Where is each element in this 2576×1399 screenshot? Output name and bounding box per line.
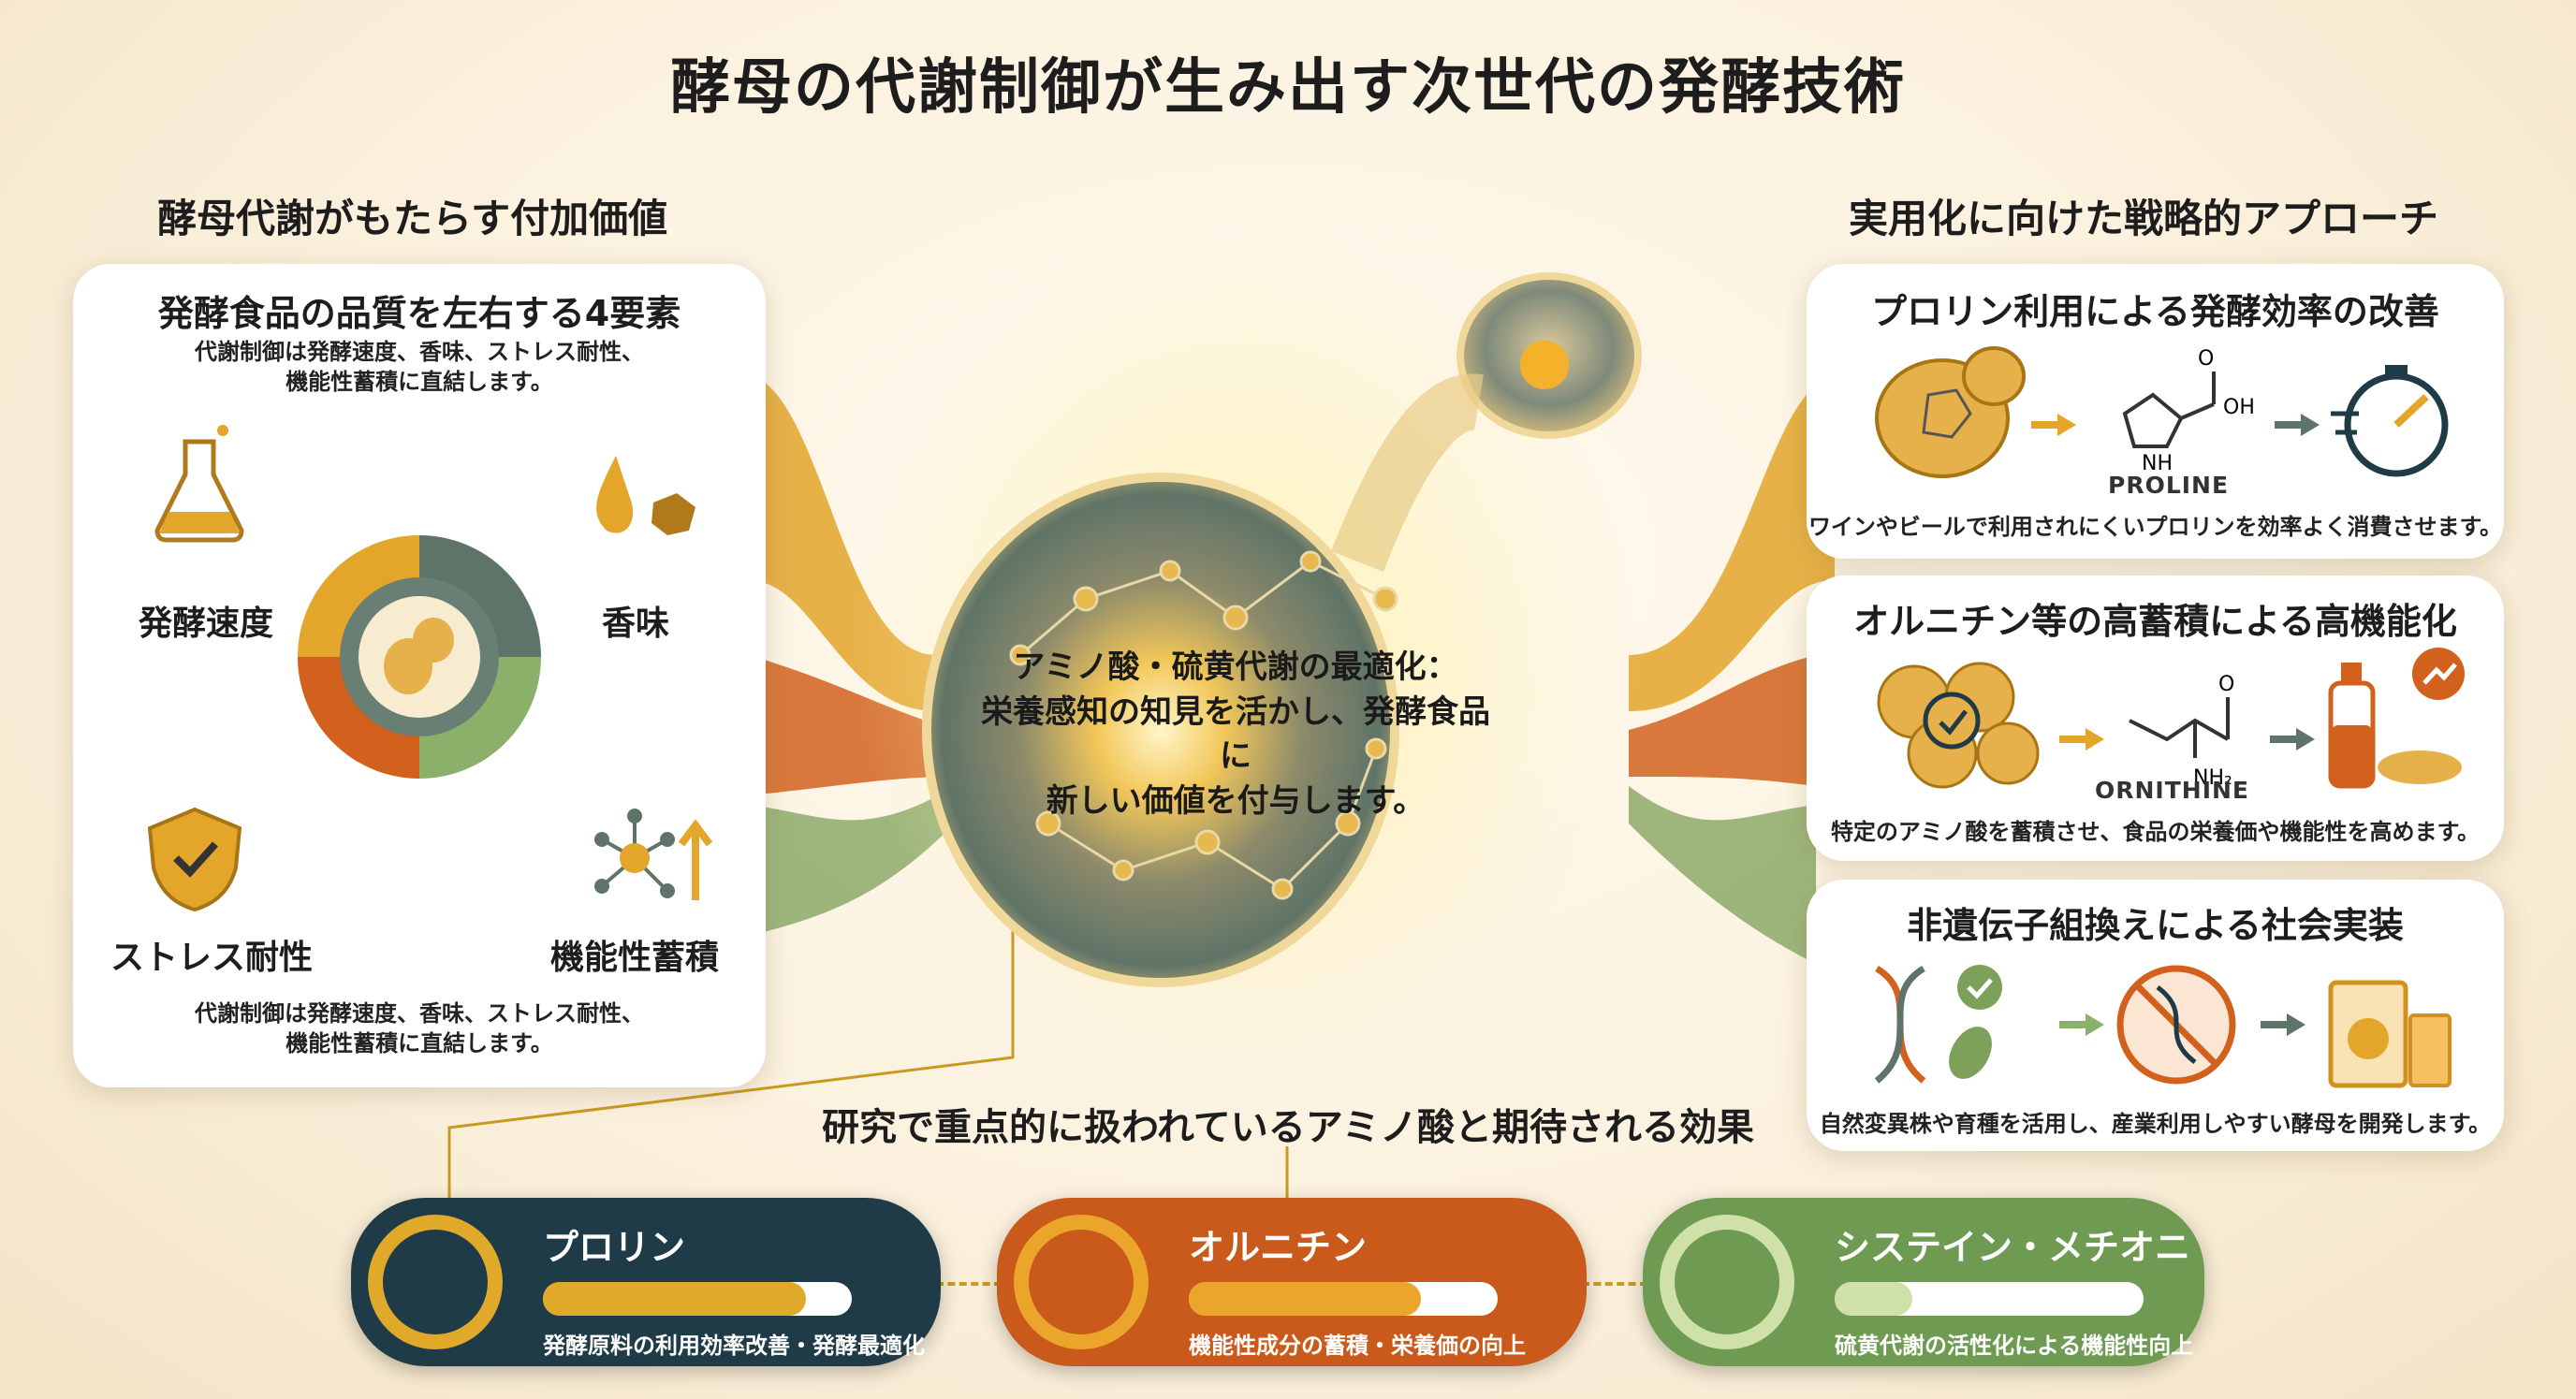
- nongmo-diagram: [1874, 965, 2452, 1088]
- amino-desc: 硫黄代謝の活性化による機能性向上: [1835, 1333, 2194, 1359]
- card-subtitle-top: 代謝制御は発酵速度、香味、ストレス耐性、 機能性蓄積に直結します。: [195, 339, 644, 396]
- effect-bar: [543, 1282, 852, 1316]
- proline-diagram: O OH NH: [1875, 346, 2449, 478]
- card-title: 発酵食品の品質を左右する4要素: [157, 293, 681, 334]
- svg-text:NH: NH: [2142, 452, 2173, 475]
- molecule-icon: [594, 809, 713, 900]
- amino-name: プロリン: [543, 1227, 686, 1268]
- effect-bar-fill: [543, 1282, 806, 1316]
- bottom-heading: 研究で重点的に扱われているアミノ酸と期待される効果: [822, 1106, 1754, 1149]
- strategy-card-nongmo: 非遺伝子組換えによる社会実装 自然変異株や育種を活用し、産業利用しやすい酵母を開…: [1807, 880, 2504, 1151]
- gauge-icon: [1660, 1215, 1794, 1349]
- shield-icon: [147, 807, 242, 912]
- aroma-icon: [596, 456, 695, 535]
- card-title: オルニチン等の高蓄積による高機能化: [1853, 601, 2457, 642]
- proline-label: PROLINE: [2108, 472, 2230, 499]
- card-subtitle-bottom: 代謝制御は発酵速度、香味、ストレス耐性、 機能性蓄積に直結します。: [195, 1000, 644, 1057]
- card-title: 非遺伝子組換えによる社会実装: [1907, 905, 2404, 946]
- strategy-card-proline: プロリン利用による発酵効率の改善 O OH NH PROLINE ワインやビール…: [1807, 264, 2504, 559]
- card-description: ワインやビールで利用されにくいプロリンを効率よく消費させます。: [1808, 514, 2503, 540]
- card-description: 特定のアミノ酸を蓄積させ、食品の栄養価や機能性を高めます。: [1830, 819, 2481, 845]
- amino-pill-proline: プロリン 発酵原料の利用効率改善・発酵最適化: [351, 1198, 941, 1366]
- svg-text:O: O: [2218, 673, 2234, 696]
- center-description: アミノ酸・硫黄代謝の最適化： 栄養感知の知見を活かし、発酵食品に 新しい価値を付…: [981, 648, 1490, 820]
- quality-factors-card: 発酵食品の品質を左右する4要素 代謝制御は発酵速度、香味、ストレス耐性、 機能性…: [73, 264, 766, 1087]
- amino-pill-cysteine-methionine: システイン・メチオニン 硫黄代謝の活性化による機能性向上: [1643, 1198, 2204, 1366]
- card-description: 自然変異株や育種を活用し、産業利用しやすい酵母を開発します。: [1819, 1111, 2492, 1137]
- factor-label-stress: ストレス耐性: [110, 939, 314, 977]
- page-title: 酵母の代謝制御が生み出す次世代の発酵技術: [670, 53, 1906, 123]
- effect-bar-fill: [1835, 1282, 1912, 1316]
- gear-icon: [298, 535, 541, 779]
- amino-name: オルニチン: [1189, 1227, 1368, 1268]
- left-heading: 酵母代謝がもたらす付加価値: [157, 196, 668, 241]
- factor-label-speed: 発酵速度: [139, 605, 274, 643]
- amino-name: システイン・メチオニン: [1835, 1227, 2191, 1319]
- amino-pill-ornithine: オルニチン 機能性成分の蓄積・栄養価の向上: [997, 1198, 1587, 1366]
- factor-label-aroma: 香味: [602, 605, 670, 643]
- ornithine-label: ORNITHINE: [2095, 777, 2250, 804]
- ornithine-diagram: O NH₂: [1877, 648, 2465, 790]
- effect-bar: [1835, 1282, 2144, 1316]
- strategy-card-ornithine: オルニチン等の高蓄積による高機能化 O NH₂ ORNITHINE 特定のアミノ…: [1807, 576, 2504, 861]
- svg-text:NH₂: NH₂: [2193, 766, 2232, 790]
- flask-icon: [154, 425, 244, 543]
- amino-desc: 機能性成分の蓄積・栄養価の向上: [1189, 1333, 1526, 1359]
- gauge-icon: [1014, 1215, 1149, 1349]
- svg-text:OH: OH: [2223, 396, 2255, 419]
- right-heading: 実用化に向けた戦略的アプローチ: [1849, 196, 2439, 241]
- gauge-icon: [368, 1215, 503, 1349]
- pill-connector: [1582, 1282, 1647, 1286]
- svg-text:O: O: [2198, 347, 2214, 371]
- amino-desc: 発酵原料の利用効率改善・発酵最適化: [543, 1333, 925, 1359]
- effect-bar-fill: [1189, 1282, 1421, 1316]
- effect-bar: [1189, 1282, 1498, 1316]
- card-title: プロリン利用による発酵効率の改善: [1871, 291, 2439, 332]
- pill-connector: [936, 1282, 1002, 1286]
- factor-label-functional: 機能性蓄積: [550, 939, 720, 977]
